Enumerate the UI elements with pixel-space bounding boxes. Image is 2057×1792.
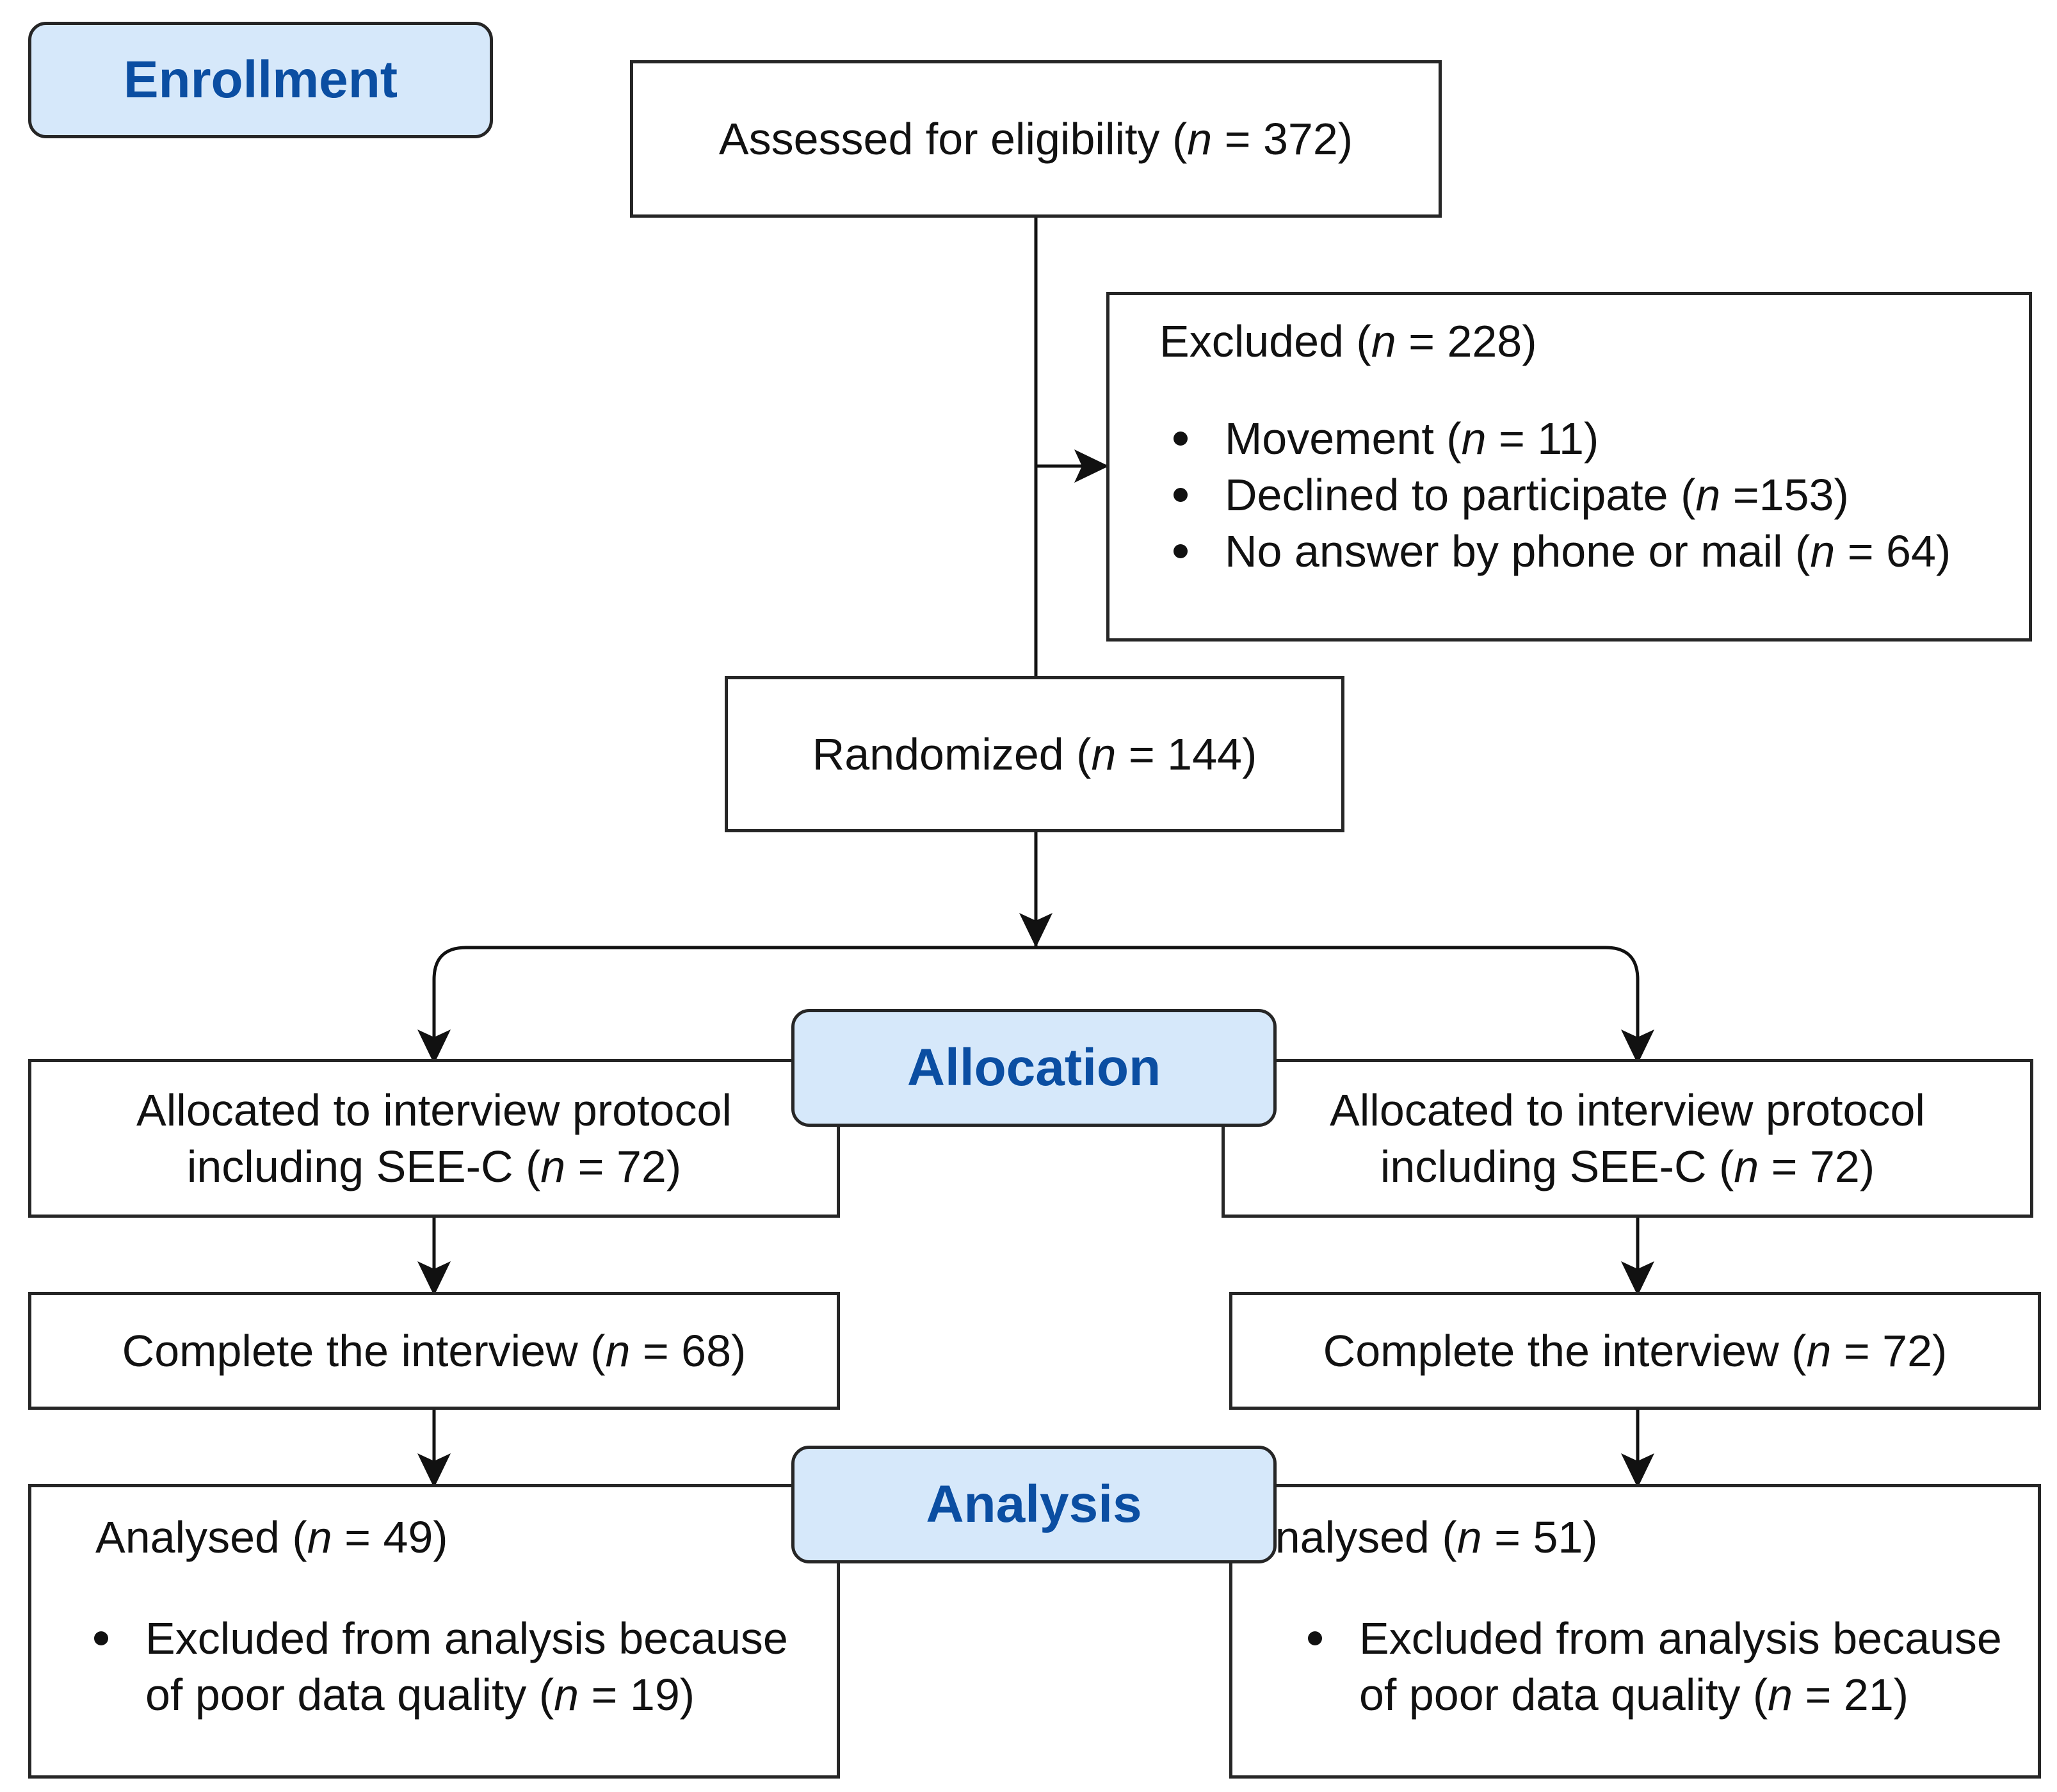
analysed-left-exclusions: Excluded from analysis because of poor d… [31, 1610, 824, 1723]
assessed-text: Assessed for eligibility (n = 372) [718, 114, 1353, 164]
analysed-left-box: Analysed (n = 49) Excluded from analysis… [28, 1484, 840, 1779]
analysed-right-exclusions: Excluded from analysis because of poor d… [1245, 1610, 2025, 1723]
excluded-reasons-list: Movement (n = 11) Declined to participat… [1109, 410, 2016, 579]
complete-right-text: Complete the interview (n = 72) [1323, 1326, 1948, 1376]
enrollment-stage-label: Enrollment [28, 22, 493, 138]
excluded-title: Excluded (n = 228) [1159, 316, 1537, 366]
analysed-right-exclusion-item: Excluded from analysis because of poor d… [1245, 1610, 2025, 1723]
allocated-left-line2: including SEE-C (n = 72) [186, 1142, 682, 1191]
excluded-box: Excluded (n = 228) Movement (n = 11) Dec… [1106, 292, 2032, 642]
analysis-stage-label: Analysis [791, 1446, 1277, 1563]
analysed-right-title: Analysed (n = 51) [1245, 1512, 1598, 1562]
complete-left-box: Complete the interview (n = 68) [28, 1292, 840, 1410]
allocated-right-line1: Allocated to interview protocol [1330, 1085, 1925, 1135]
excluded-reason-no-answer: No answer by phone or mail (n = 64) [1109, 523, 2016, 579]
allocated-right-line2: including SEE-C (n = 72) [1380, 1142, 1875, 1191]
split-connector [432, 946, 1640, 1063]
randomized-box: Randomized (n = 144) [725, 676, 1344, 832]
excluded-reason-movement: Movement (n = 11) [1109, 410, 2016, 467]
analysed-left-exclusion-item: Excluded from analysis because of poor d… [31, 1610, 824, 1723]
allocation-stage-label: Allocation [791, 1009, 1277, 1127]
assessed-box: Assessed for eligibility (n = 372) [630, 60, 1442, 218]
randomized-text: Randomized (n = 144) [812, 729, 1257, 779]
analysed-left-title: Analysed (n = 49) [95, 1512, 448, 1562]
complete-left-text: Complete the interview (n = 68) [122, 1326, 746, 1376]
allocated-right-box: Allocated to interview protocol includin… [1222, 1059, 2033, 1218]
allocated-left-box: Allocated to interview protocol includin… [28, 1059, 840, 1218]
allocated-left-line1: Allocated to interview protocol [136, 1085, 732, 1135]
analysed-right-box: Analysed (n = 51) Excluded from analysis… [1229, 1484, 2041, 1779]
excluded-reason-declined: Declined to participate (n =153) [1109, 467, 2016, 523]
complete-right-box: Complete the interview (n = 72) [1229, 1292, 2041, 1410]
